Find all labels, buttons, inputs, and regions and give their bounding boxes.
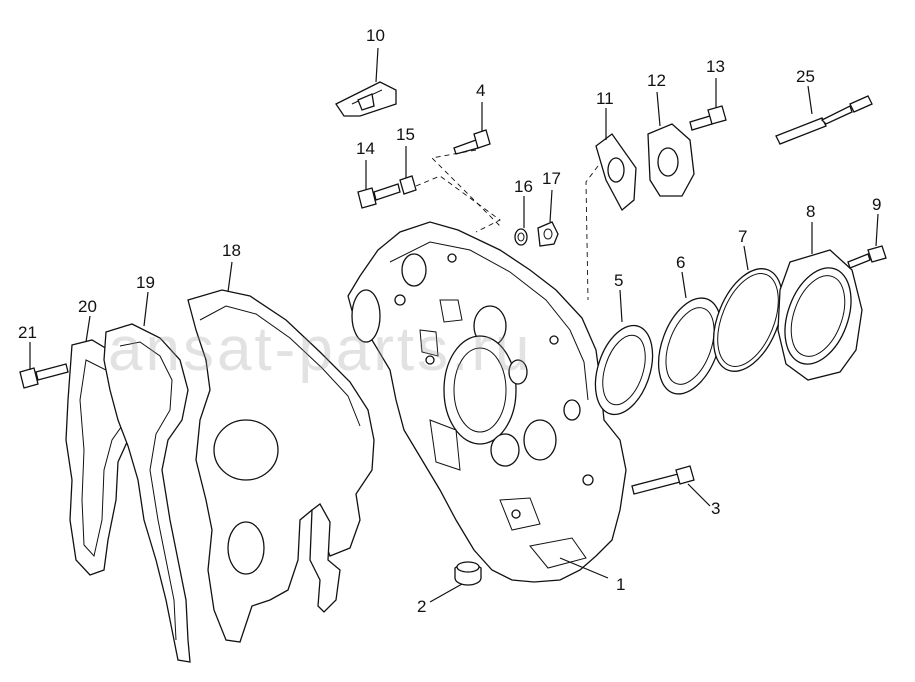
label-part-14: 14 xyxy=(356,139,375,158)
washer-16 xyxy=(514,228,528,246)
label-part-11: 11 xyxy=(596,89,614,108)
label-part-5: 5 xyxy=(614,271,623,290)
label-part-19: 19 xyxy=(136,273,155,292)
label-part-9: 9 xyxy=(872,195,881,214)
label-part-8: 8 xyxy=(806,202,815,221)
label-part-18: 18 xyxy=(222,241,241,260)
cover-8 xyxy=(777,249,863,381)
label-part-2: 2 xyxy=(417,597,426,616)
seal-5 xyxy=(594,324,654,416)
nut-17 xyxy=(537,221,559,247)
label-part-17: 17 xyxy=(542,169,561,188)
leader-lines xyxy=(29,47,879,603)
label-part-6: 6 xyxy=(676,253,685,272)
timing-housing xyxy=(347,221,627,583)
label-part-16: 16 xyxy=(514,177,533,196)
label-part-3: 3 xyxy=(711,499,720,518)
cover-12 xyxy=(647,123,695,197)
bolt-3 xyxy=(631,465,695,495)
label-part-12: 12 xyxy=(647,71,666,90)
part-labels: 1 2 3 4 5 6 7 8 9 10 11 12 13 14 15 16 1… xyxy=(18,26,881,616)
label-part-4: 4 xyxy=(476,81,485,100)
seal-6 xyxy=(657,297,723,395)
alignment-lines xyxy=(415,149,599,301)
watermark: ansat-parts.ru xyxy=(108,315,533,384)
bolt-13 xyxy=(689,105,727,131)
gasket-18 xyxy=(187,289,375,643)
label-part-13: 13 xyxy=(706,57,725,76)
label-part-10: 10 xyxy=(366,26,385,45)
bolt-21 xyxy=(19,363,69,389)
label-part-20: 20 xyxy=(78,297,97,316)
label-part-21: 21 xyxy=(18,323,37,342)
gasket-19 xyxy=(103,323,191,663)
gasket-11 xyxy=(595,133,637,212)
clip-10 xyxy=(335,81,397,117)
label-part-15: 15 xyxy=(396,125,415,144)
bolt-14 xyxy=(357,183,401,209)
label-part-1: 1 xyxy=(616,575,625,594)
bolt-4 xyxy=(453,129,491,155)
label-part-7: 7 xyxy=(738,227,747,246)
bolt-9 xyxy=(847,245,887,269)
label-part-25: 25 xyxy=(796,67,815,86)
gasket-18-tab xyxy=(309,503,341,613)
pin-25 xyxy=(775,95,873,145)
o-ring-7 xyxy=(712,268,784,372)
plug-2 xyxy=(454,561,482,586)
washer-15 xyxy=(399,175,417,195)
